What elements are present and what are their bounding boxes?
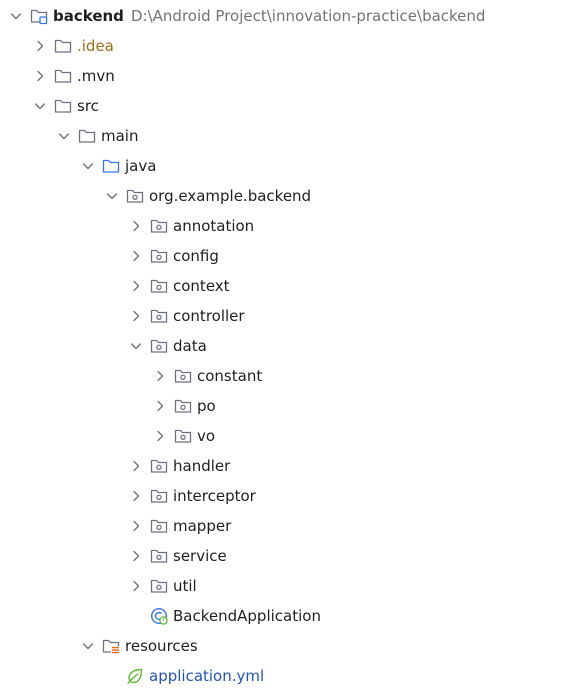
tree-node-java[interactable]: java (0, 151, 567, 181)
tree-node-idea[interactable]: .idea (0, 31, 567, 61)
tree-node-label: application.yml (149, 667, 265, 685)
chevron-down-icon[interactable] (80, 638, 96, 654)
tree-node-label: context (173, 277, 230, 295)
package-icon (150, 247, 168, 265)
tree-node-main[interactable]: main (0, 121, 567, 151)
package-icon (150, 307, 168, 325)
chevron-right-icon[interactable] (128, 458, 144, 474)
folder-icon (54, 37, 72, 55)
tree-node-controller[interactable]: controller (0, 301, 567, 331)
tree-node-po[interactable]: po (0, 391, 567, 421)
package-icon (174, 367, 192, 385)
chevron-right-icon[interactable] (128, 278, 144, 294)
folder-icon (78, 127, 96, 145)
tree-node-label: resources (125, 637, 198, 655)
tree-node-constant[interactable]: constant (0, 361, 567, 391)
tree-node-label: constant (197, 367, 263, 385)
tree-node-label: .mvn (77, 67, 115, 85)
chevron-down-icon[interactable] (8, 8, 24, 24)
package-icon (150, 217, 168, 235)
chevron-right-icon[interactable] (32, 68, 48, 84)
tree-node-vo[interactable]: vo (0, 421, 567, 451)
tree-node-mapper[interactable]: mapper (0, 511, 567, 541)
tree-node-label: interceptor (173, 487, 256, 505)
chevron-down-icon[interactable] (80, 158, 96, 174)
tree-node-org-example-backend[interactable]: org.example.backend (0, 181, 567, 211)
package-icon (150, 337, 168, 355)
chevron-right-icon[interactable] (128, 578, 144, 594)
package-icon (150, 577, 168, 595)
tree-node-backend[interactable]: backend D:\Android Project\innovation-pra… (0, 1, 567, 31)
package-icon (150, 457, 168, 475)
tree-node-data[interactable]: data (0, 331, 567, 361)
tree-node-resources[interactable]: resources (0, 631, 567, 661)
tree-node-label: mapper (173, 517, 232, 535)
chevron-right-icon[interactable] (128, 518, 144, 534)
chevron-down-icon[interactable] (32, 98, 48, 114)
resources-folder-icon (102, 637, 120, 655)
tree-node-src[interactable]: src (0, 91, 567, 121)
chevron-right-icon[interactable] (128, 218, 144, 234)
package-icon (150, 277, 168, 295)
tree-node-label: annotation (173, 217, 255, 235)
chevron-right-icon[interactable] (152, 368, 168, 384)
tree-node-label: java (125, 157, 157, 175)
package-icon (126, 187, 144, 205)
tree-node-mvn[interactable]: .mvn (0, 61, 567, 91)
tree-node-label: vo (197, 427, 216, 445)
chevron-right-icon[interactable] (32, 38, 48, 54)
tree-node-label: util (173, 577, 197, 595)
source-folder-icon (102, 157, 120, 175)
tree-node-interceptor[interactable]: interceptor (0, 481, 567, 511)
package-icon (150, 517, 168, 535)
package-icon (150, 487, 168, 505)
folder-icon (54, 67, 72, 85)
spring-config-icon (126, 667, 144, 685)
tree-node-label: config (173, 247, 219, 265)
tree-node-backendapplication[interactable]: BackendApplication (0, 601, 567, 631)
chevron-right-icon[interactable] (128, 548, 144, 564)
chevron-right-icon[interactable] (128, 488, 144, 504)
package-icon (150, 547, 168, 565)
tree-node-handler[interactable]: handler (0, 451, 567, 481)
tree-node-label: .idea (77, 37, 114, 55)
tree-node-util[interactable]: util (0, 571, 567, 601)
tree-node-service[interactable]: service (0, 541, 567, 571)
tree-node-label: service (173, 547, 227, 565)
tree-node-label: org.example.backend (149, 187, 312, 205)
module-path: D:\Android Project\innovation-practice\b… (131, 7, 486, 25)
folder-icon (54, 97, 72, 115)
tree-node-label: backend (53, 7, 124, 25)
tree-node-label: po (197, 397, 216, 415)
tree-node-label: src (77, 97, 99, 115)
tree-node-annotation[interactable]: annotation (0, 211, 567, 241)
tree-node-label: handler (173, 457, 231, 475)
module-folder-icon (30, 7, 48, 25)
chevron-right-icon[interactable] (128, 248, 144, 264)
tree-node-label: main (101, 127, 139, 145)
package-icon (174, 427, 192, 445)
spring-boot-class-icon (150, 607, 168, 625)
tree-node-label: controller (173, 307, 245, 325)
tree-node-application-yml[interactable]: application.yml (0, 661, 567, 691)
tree-node-label: data (173, 337, 207, 355)
chevron-right-icon[interactable] (152, 428, 168, 444)
chevron-right-icon[interactable] (128, 308, 144, 324)
tree-node-context[interactable]: context (0, 271, 567, 301)
chevron-down-icon[interactable] (104, 188, 120, 204)
chevron-down-icon[interactable] (128, 338, 144, 354)
chevron-down-icon[interactable] (56, 128, 72, 144)
tree-node-config[interactable]: config (0, 241, 567, 271)
package-icon (174, 397, 192, 415)
tree-node-label: BackendApplication (173, 607, 321, 625)
chevron-right-icon[interactable] (152, 398, 168, 414)
